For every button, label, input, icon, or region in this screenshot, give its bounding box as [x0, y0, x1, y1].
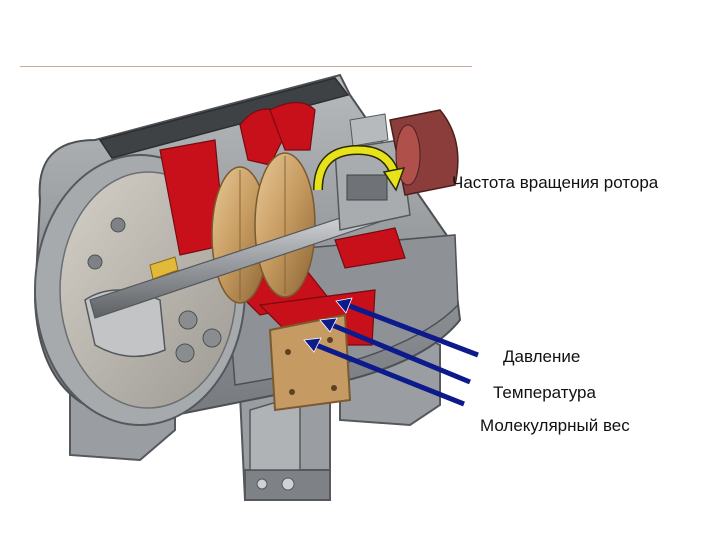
molecular-weight-arrow — [303, 337, 465, 407]
temperature-label: Температура — [493, 383, 596, 402]
rotation-direction-arrow — [313, 144, 406, 192]
title-divider — [20, 66, 472, 67]
pressure-label: Давление — [503, 347, 581, 366]
bearing-housing — [334, 109, 459, 231]
temperature-arrow — [319, 317, 471, 385]
rotor-speed-label: Частота вращения ротора — [452, 173, 659, 192]
molecular-weight-label: Молекулярный вес — [480, 416, 630, 435]
pressure-arrow — [335, 297, 479, 358]
input-parameter-arrows — [303, 297, 479, 407]
